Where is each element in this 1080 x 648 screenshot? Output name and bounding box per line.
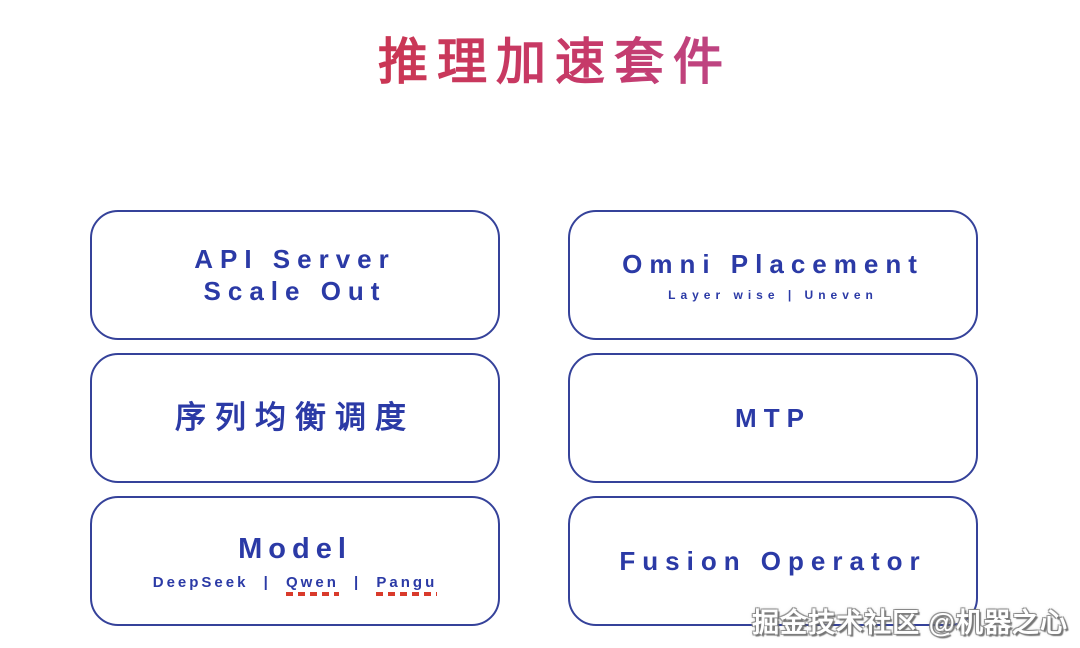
box-omni-placement: Omni Placement Layer wise | Uneven [568,210,978,340]
box-model-title: Model [238,532,352,565]
box-mtp: MTP [568,353,978,483]
box-sequence-load-balancing: 序列均衡调度 [90,353,500,483]
box-fusion-operator-title: Fusion Operator [619,545,927,576]
box-api-server-line2: Scale Out [203,276,387,306]
watermark: 掘金技术社区 @机器之心 [752,608,1068,638]
box-model: Model DeepSeek | Qwen | Pangu [90,496,500,626]
model-separator: | [263,574,271,592]
box-api-server-line1: API Server [194,243,396,274]
box-fusion-operator: Fusion Operator [568,496,978,626]
box-omni-placement-subtitle: Layer wise | Uneven [668,287,878,302]
box-omni-placement-title: Omni Placement [622,249,924,280]
page-title: 推理加速套件 [0,22,1080,94]
box-model-subtitle: DeepSeek | Qwen | Pangu [152,574,438,597]
model-deepseek-label: DeepSeek [152,574,249,592]
box-api-server-title: API Server Scale Out [194,243,396,308]
box-mtp-title: MTP [735,402,811,433]
box-sequence-load-balancing-title: 序列均衡调度 [175,399,415,435]
model-separator: | [354,574,362,592]
model-pangu-label: Pangu [376,574,438,597]
model-qwen-label: Qwen [286,574,339,597]
box-api-server-scale-out: API Server Scale Out [90,210,500,340]
